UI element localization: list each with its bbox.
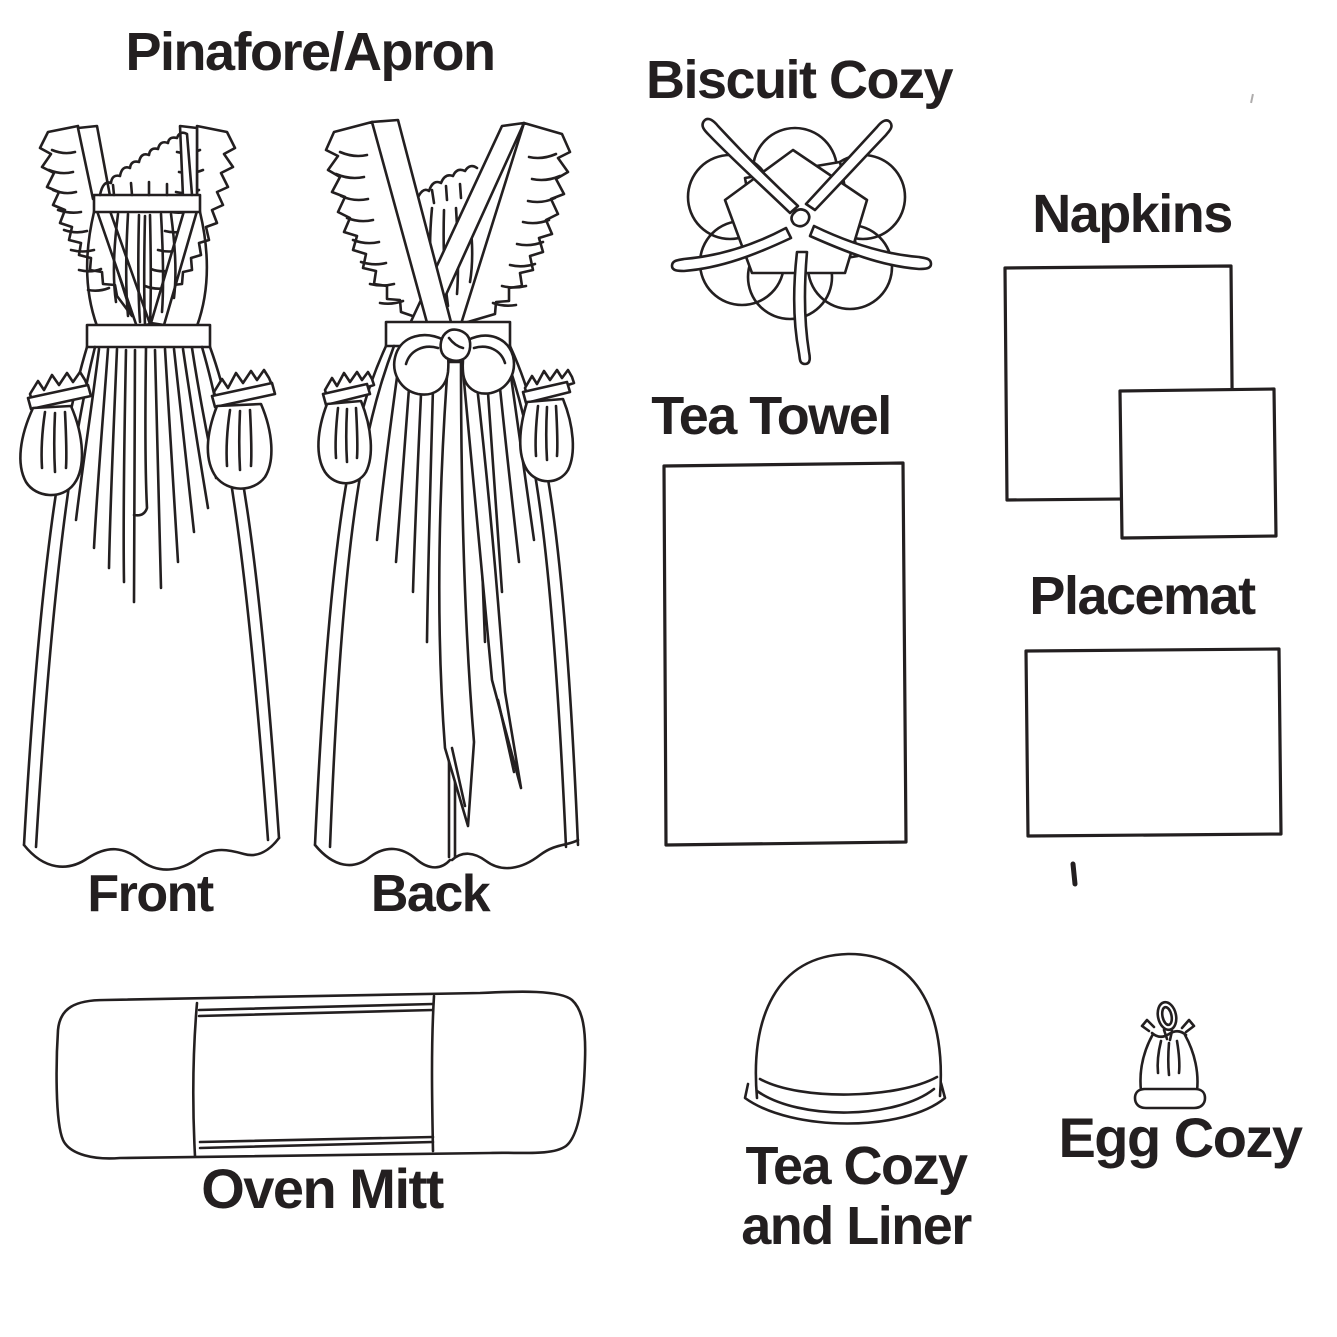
pinafore-back-drawing xyxy=(313,118,580,870)
tea-cozy-drawing xyxy=(743,952,947,1125)
oven-mitt-title: Oven Mitt xyxy=(201,1157,444,1220)
placemat-drawing xyxy=(1024,647,1283,887)
placemat-title: Placemat xyxy=(1029,566,1256,626)
scan-speck xyxy=(1070,861,1078,887)
napkins-drawing xyxy=(1003,264,1278,540)
scan-speck xyxy=(1250,93,1254,104)
biscuit-cozy-drawing xyxy=(670,117,933,366)
pinafore-title: Pinafore/Apron xyxy=(125,22,496,82)
tea-towel-drawing xyxy=(662,461,908,847)
front-label: Front xyxy=(87,865,214,923)
tea-towel-title: Tea Towel xyxy=(651,386,892,446)
back-label: Back xyxy=(370,865,491,923)
egg-cozy-drawing xyxy=(1133,1000,1207,1110)
tea-cozy-title-line1: Tea Cozy xyxy=(745,1136,968,1196)
tea-cozy-title-line2: and Liner xyxy=(741,1196,972,1256)
oven-mitt-drawing xyxy=(55,990,587,1160)
napkins-title: Napkins xyxy=(1032,184,1233,244)
biscuit-cozy-title: Biscuit Cozy xyxy=(646,50,954,110)
tea-cozy-title: Tea Cozy and Liner xyxy=(706,1136,1006,1256)
pinafore-front-drawing xyxy=(19,124,281,871)
egg-cozy-title: Egg Cozy xyxy=(1058,1106,1303,1169)
